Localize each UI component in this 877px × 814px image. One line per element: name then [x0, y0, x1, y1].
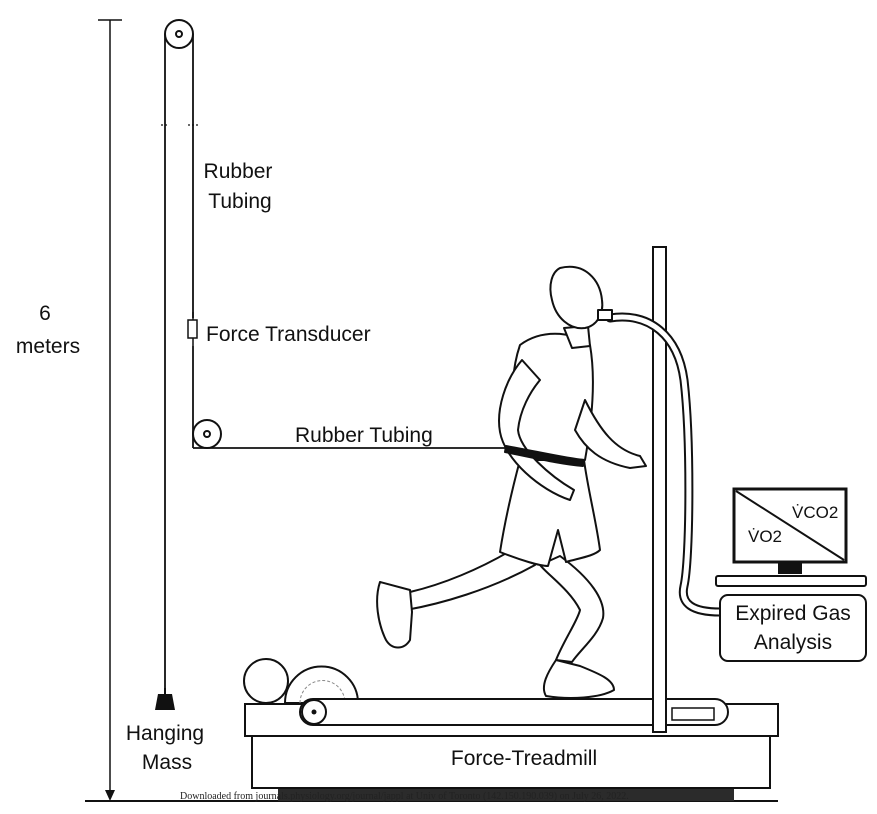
force-transducer-label: Force Transducer [206, 323, 371, 346]
support-post [652, 246, 667, 733]
height-unit: meters [16, 335, 80, 358]
hanging-mass-label-line1: Hanging [126, 722, 204, 745]
expired-gas-label-line1: Expired Gas [735, 602, 851, 625]
height-dimension-arrow [98, 19, 122, 801]
hanging-mass-label-line2: Mass [142, 751, 192, 774]
vertical-rubber-tubing-label-line1: Rubber [204, 160, 273, 183]
height-value: 6 [39, 302, 51, 325]
lower-pulley-icon [192, 419, 222, 449]
monitor-vo2-label: V̇O2 [748, 527, 782, 546]
monitor-vco2-label: V̇CO2 [792, 503, 838, 522]
top-pulley-icon [164, 19, 194, 49]
download-credit: Downloaded from journals.physiology.org/… [180, 791, 629, 802]
vertical-rubber-tubing-label-line2: Tubing [208, 190, 271, 213]
runner-figure [376, 265, 647, 699]
expired-gas-label-line2: Analysis [754, 631, 832, 654]
monitor-icon [715, 487, 867, 587]
hanging-mass-icon [155, 688, 175, 710]
credit-highlight [278, 789, 734, 801]
horizontal-rubber-tubing-label: Rubber Tubing [295, 424, 433, 447]
force-transducer-icon [187, 312, 198, 346]
force-treadmill-label: Force-Treadmill [451, 747, 597, 770]
force-treadmill [243, 658, 779, 789]
expired-gas-analyzer-box [719, 594, 867, 662]
